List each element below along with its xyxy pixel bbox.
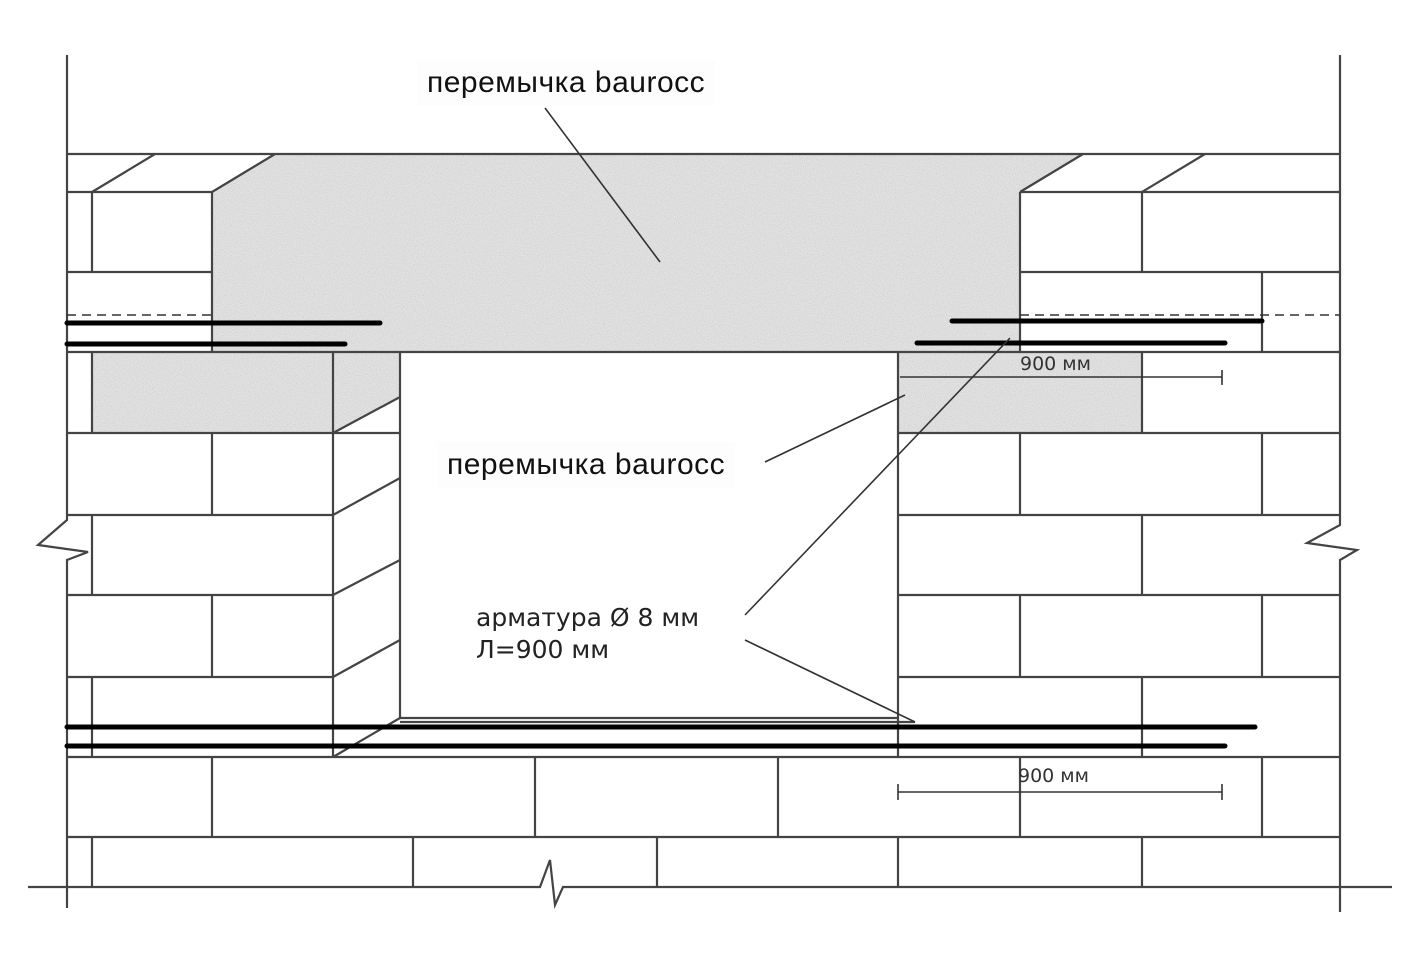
rebar-label: арматура Ø 8 мм Л=900 мм <box>476 602 699 666</box>
top-lintel-label: перемычка baurocc <box>417 60 716 106</box>
lower-lintel-label: перемычка baurocc <box>437 442 736 488</box>
dimension-top-label: 900 мм <box>1020 353 1091 375</box>
rebar-diameter-text: арматура Ø 8 мм <box>476 603 700 632</box>
lower-lintel-left <box>92 352 400 433</box>
dimension-lines <box>897 370 1223 800</box>
lower-lintel-right <box>898 352 1142 433</box>
top-lintel <box>212 154 1083 352</box>
rebar-length-text: Л=900 мм <box>476 635 610 664</box>
leader-lines <box>544 107 1011 723</box>
wall-lines <box>28 55 1392 912</box>
rebars <box>64 318 1265 749</box>
dimension-bottom-label: 900 мм <box>1018 765 1089 787</box>
